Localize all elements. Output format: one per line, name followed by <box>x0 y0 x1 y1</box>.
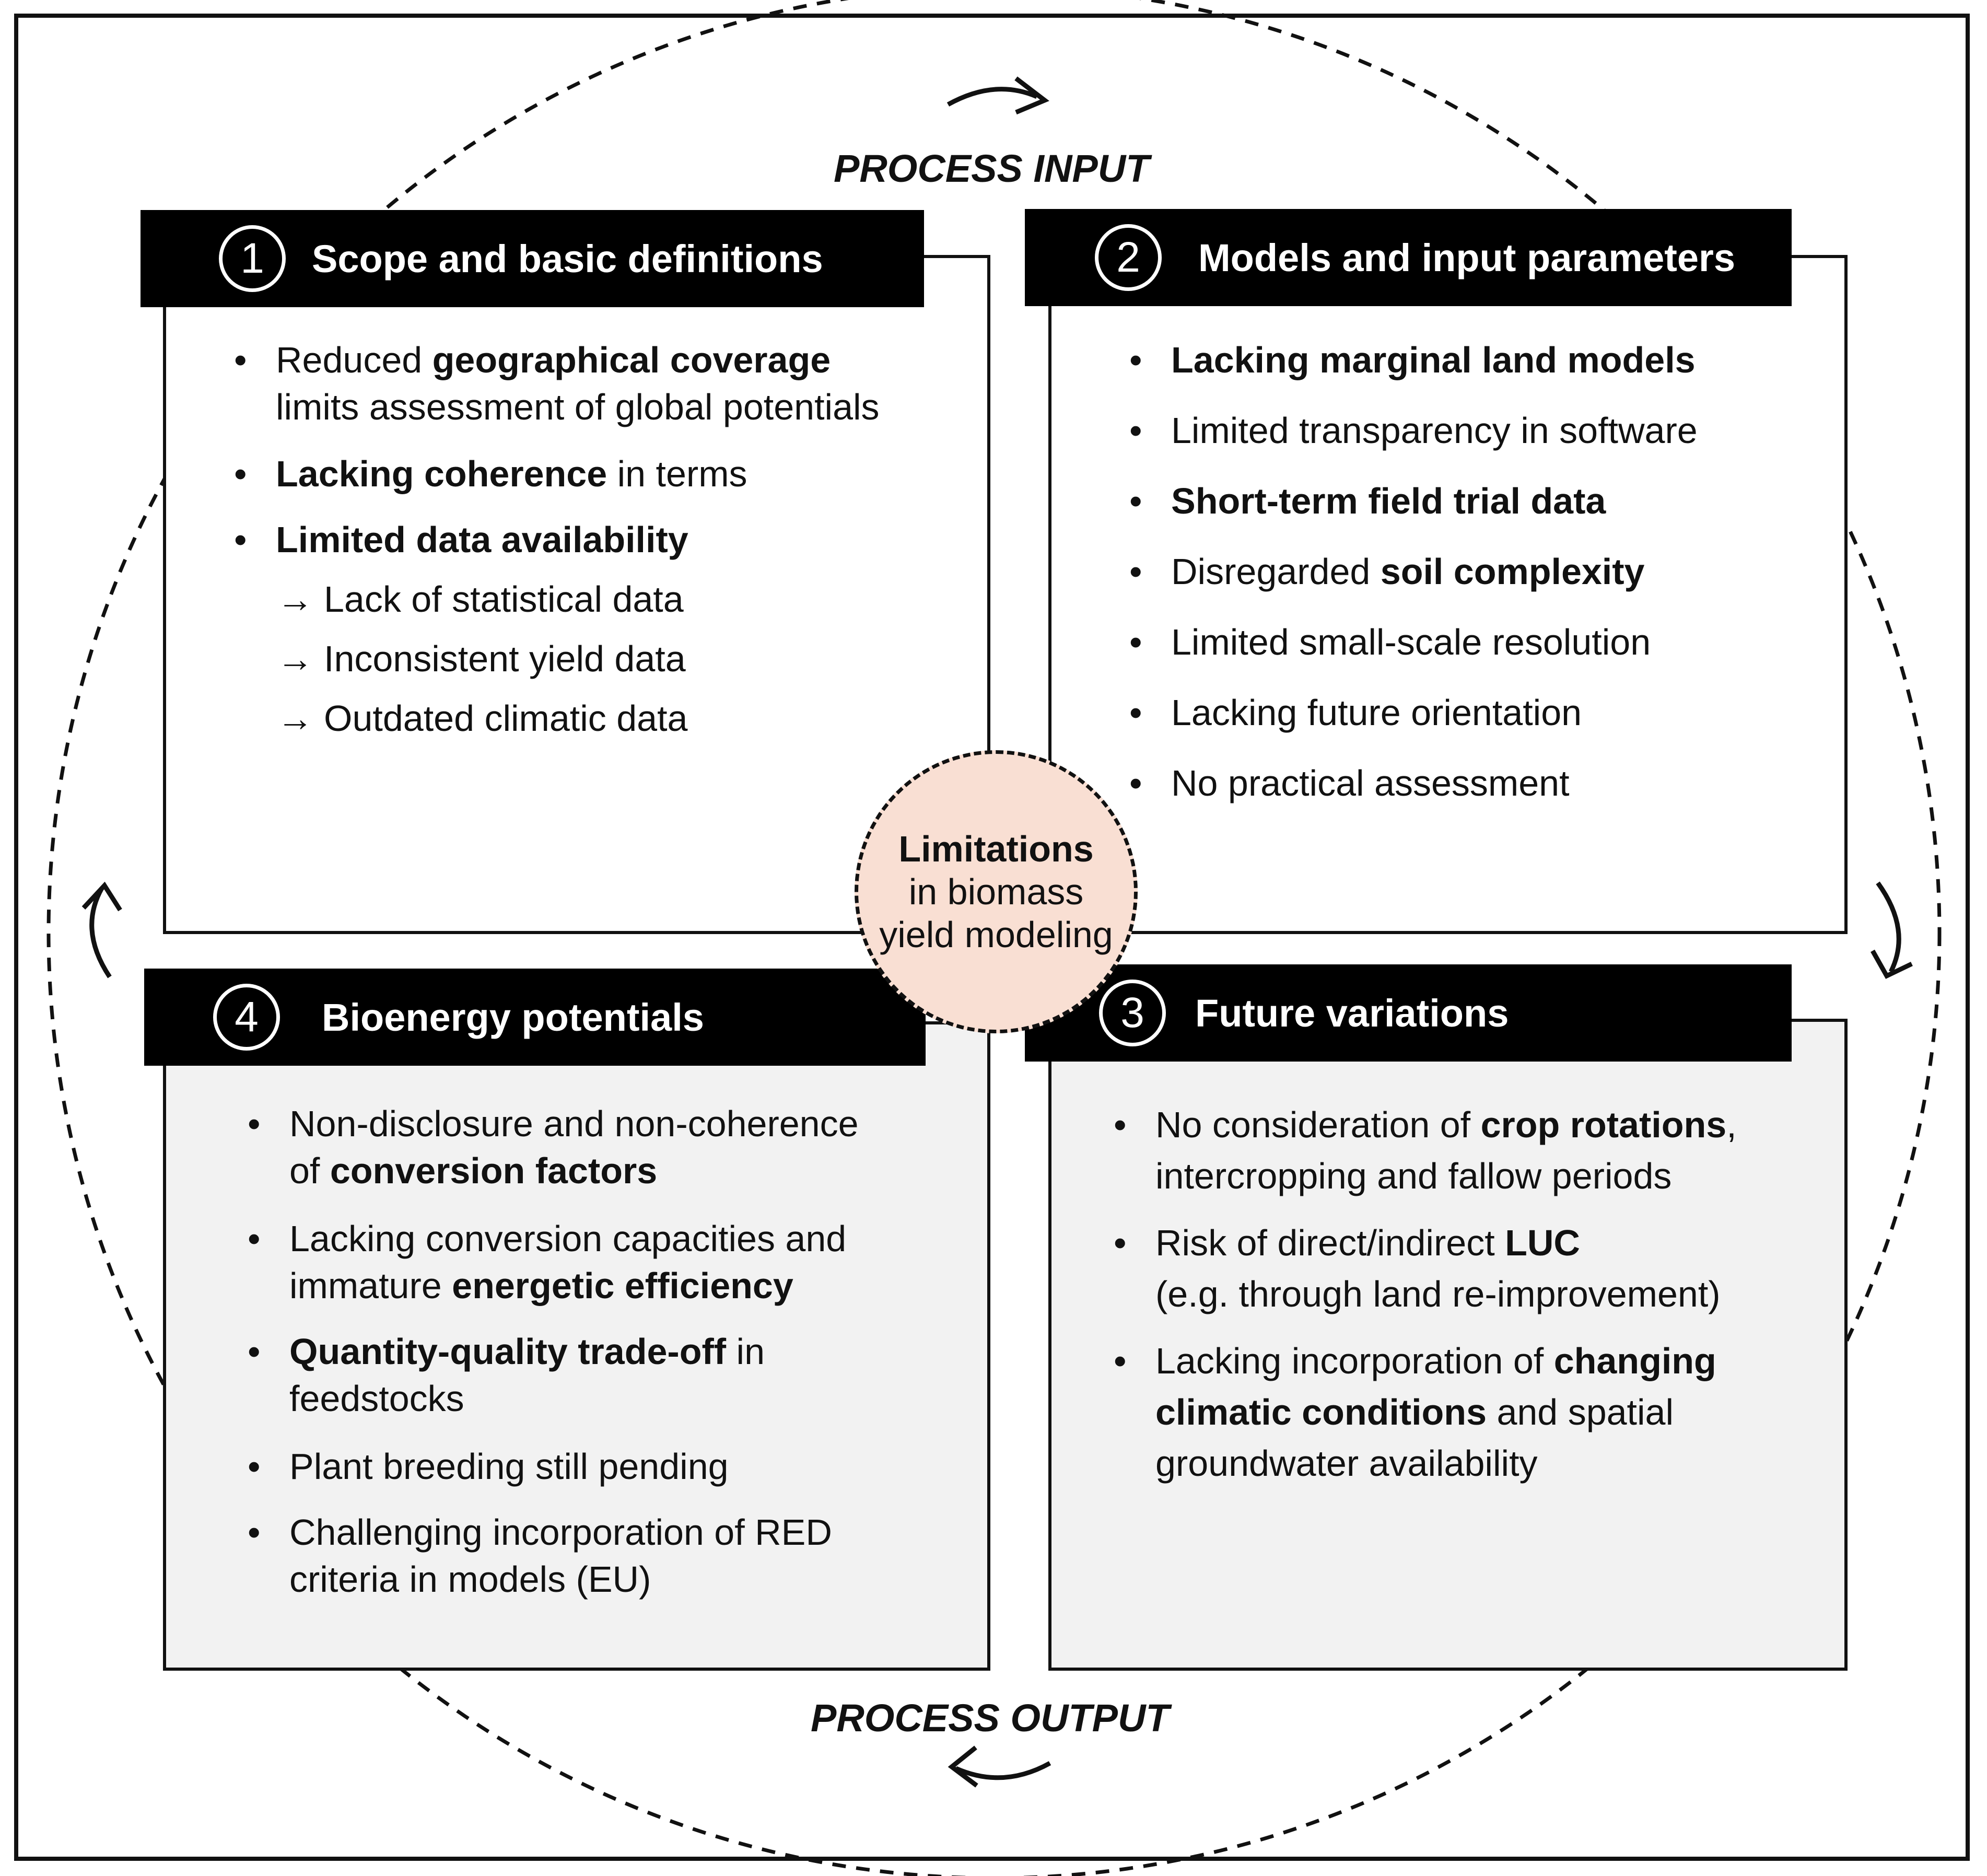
center-line: in biomass <box>908 871 1084 912</box>
list-item: Risk of direct/indirect LUC(e.g. through… <box>1109 1217 1841 1320</box>
list-subitem: →Inconsistent yield data <box>230 635 961 682</box>
header-scope: 1 Scope and basic definitions <box>141 210 924 307</box>
process-input-label: PROCESS INPUT <box>834 147 1150 190</box>
box-title: Models and input parameters <box>1198 236 1735 279</box>
process-output-label: PROCESS OUTPUT <box>811 1696 1170 1740</box>
right-arrow-icon: → <box>277 638 313 679</box>
box-title: Future variations <box>1195 991 1509 1035</box>
list-item: Lacking coherence in terms <box>230 450 961 497</box>
list-models: Lacking marginal land models Limited tra… <box>1125 336 1836 807</box>
box-title: Bioenergy potentials <box>322 995 704 1039</box>
center-title: Limitations <box>898 829 1094 869</box>
list-item: Lacking future orientation <box>1125 689 1836 736</box>
list-item: Limited data availability <box>230 516 961 563</box>
right-arrow-icon: → <box>277 579 313 620</box>
header-bioenergy: 4 Bioenergy potentials <box>144 969 926 1066</box>
list-subitem: →Outdated climatic data <box>230 695 961 742</box>
list-item: No consideration of crop rotations,inter… <box>1109 1099 1841 1202</box>
list-subitem: →Lack of statistical data <box>230 576 961 623</box>
list-item: Limited transparency in software <box>1125 407 1836 454</box>
number-badge: 2 <box>1095 224 1162 291</box>
header-future: 3 Future variations <box>1025 964 1792 1062</box>
number-badge: 3 <box>1099 980 1166 1046</box>
header-models: 2 Models and input parameters <box>1025 209 1792 306</box>
circular-arrow-left-icon <box>81 881 122 978</box>
list-item: Limited small-scale resolution <box>1125 619 1836 666</box>
circular-arrow-right-icon <box>1871 881 1913 979</box>
list-item: No practical assessment <box>1125 760 1836 807</box>
cycle-circle <box>47 0 1941 1876</box>
list-item: Lacking conversion capacities andimmatur… <box>243 1215 975 1309</box>
list-item: Lacking marginal land models <box>1125 336 1836 383</box>
number-badge: 1 <box>219 225 286 292</box>
list-item: Disregarded soil complexity <box>1125 548 1836 595</box>
right-arrow-icon: → <box>277 698 313 739</box>
center-line: yield modeling <box>879 914 1113 955</box>
circular-arrow-bottom-icon <box>948 1745 1051 1788</box>
list-item: Lacking incorporation of changingclimati… <box>1109 1335 1841 1489</box>
center-circle: Limitations in biomass yield modeling <box>855 750 1138 1033</box>
number-badge: 4 <box>213 984 280 1051</box>
circular-arrow-top-icon <box>946 76 1049 115</box>
outer-frame <box>14 14 1970 1861</box>
list-item: Short-term field trial data <box>1125 477 1836 525</box>
list-item: Plant breeding still pending <box>243 1443 975 1490</box>
list-item: Challenging incorporation of REDcriteria… <box>243 1509 975 1603</box>
box-title: Scope and basic definitions <box>312 237 823 281</box>
list-future: No consideration of crop rotations,inter… <box>1109 1099 1841 1489</box>
